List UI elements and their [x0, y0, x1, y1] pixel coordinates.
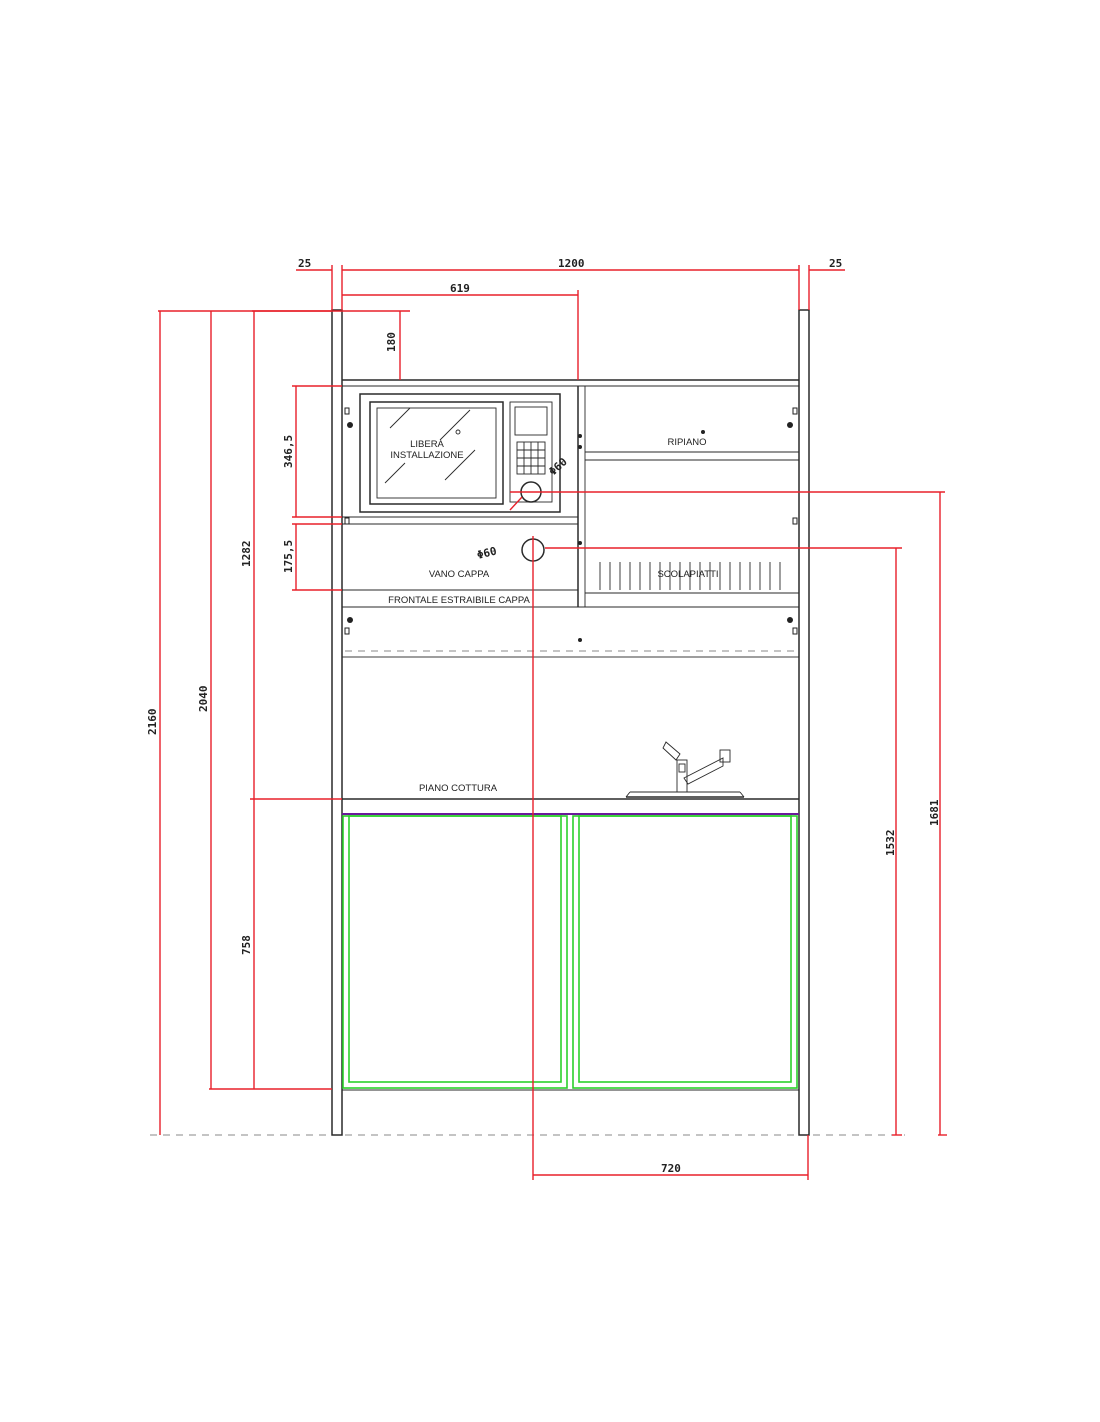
dim-upper-left-width: 619	[450, 282, 470, 295]
dim-height-1282: 1282	[240, 541, 253, 568]
fittings	[344, 407, 798, 642]
dim-pipe-1532: 1532	[884, 830, 897, 857]
label-hood-space: VANO CAPPA	[429, 569, 490, 580]
dish-rack	[599, 562, 781, 590]
base-doors	[342, 815, 798, 1089]
dim-hole-upper: Φ60	[546, 455, 569, 478]
label-microwave-line2: INSTALLAZIONE	[390, 450, 463, 461]
microwave	[359, 393, 561, 513]
right-door	[572, 815, 798, 1089]
cabinet-outline	[331, 309, 810, 1136]
dim-base-height: 758	[240, 935, 253, 955]
label-cooktop: PIANO COTTURA	[419, 783, 498, 794]
label-microwave-line1: LIBERA	[410, 439, 444, 450]
hood-front-panel	[341, 606, 800, 658]
dim-height-2040: 2040	[197, 686, 210, 713]
left-side-panel	[331, 309, 343, 1136]
dimension-lines	[158, 265, 947, 1180]
dim-hood-height: 175,5	[282, 540, 295, 573]
keypad	[516, 441, 546, 475]
right-side-panel	[798, 309, 810, 1136]
sink-tap	[625, 741, 745, 798]
dim-pipe-offset: 720	[661, 1162, 681, 1175]
dim-hole-lower: Φ60	[476, 544, 498, 561]
dim-microwave-height: 346,5	[282, 435, 295, 468]
label-shelf: RIPIANO	[667, 437, 706, 448]
label-dish-rack: SCOLAPIATTI	[657, 569, 718, 580]
dim-total-height: 2160	[146, 709, 159, 736]
dim-right-side: 25	[829, 257, 842, 270]
dim-pipe-1681: 1681	[928, 799, 941, 826]
dim-width: 1200	[558, 257, 585, 270]
dim-top-gap: 180	[385, 332, 398, 352]
dim-left-side: 25	[298, 257, 311, 270]
label-hood-front: FRONTALE ESTRAIBILE CAPPA	[388, 595, 530, 606]
